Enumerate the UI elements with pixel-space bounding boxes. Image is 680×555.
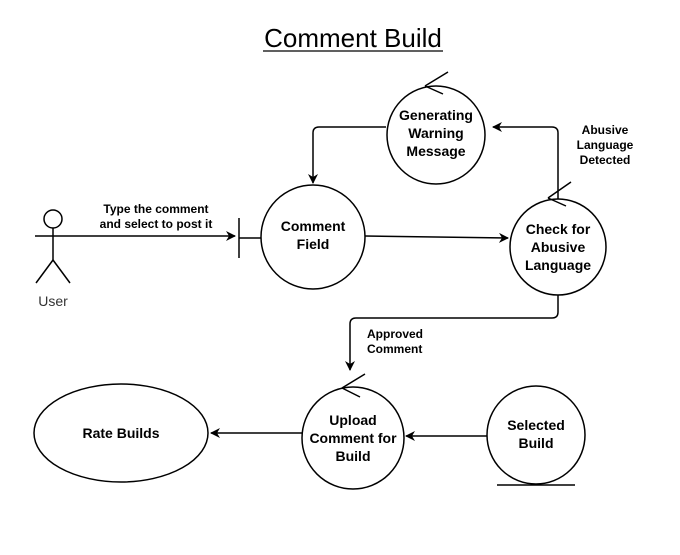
generating-warning-node: Generating Warning Message (386, 71, 486, 185)
generating-warning-label-line2: Warning (408, 125, 463, 141)
rate-builds-label: Rate Builds (82, 425, 159, 441)
actor-head (43, 209, 63, 229)
edge-check-to-warning (492, 122, 559, 199)
check-abusive-label-line3: Language (525, 257, 591, 273)
upload-comment-control-arrow (341, 373, 366, 398)
check-abusive-node: Check for Abusive Language (509, 181, 607, 296)
upload-comment-node: Upload Comment for Build (301, 373, 405, 490)
generating-warning-label-line3: Message (406, 143, 465, 159)
generating-warning-circle (386, 85, 486, 185)
edge-label-type-comment-line2: and select to post it (100, 217, 213, 231)
generating-warning-control-arrow (424, 71, 449, 95)
actor-label: User (38, 293, 68, 309)
edge-comment-field-to-check (364, 232, 509, 243)
diagram-title: Comment Build (264, 23, 442, 53)
actor-left-leg (35, 259, 54, 284)
edge-label-abusive-line1: Abusive (582, 123, 629, 137)
edge-label-abusive-line2: Language (577, 138, 634, 152)
actor-right-leg (52, 259, 71, 284)
check-abusive-control-arrow (547, 181, 572, 207)
generating-warning-label-line1: Generating (399, 107, 473, 123)
comment-field-label-line1: Comment (281, 218, 346, 234)
upload-comment-label-line3: Build (336, 448, 371, 464)
selected-build-node: Selected Build (486, 385, 586, 486)
edge-warning-to-comment-field (308, 126, 386, 184)
upload-comment-label-line2: Comment for (309, 430, 397, 446)
comment-field-label-line2: Field (297, 236, 330, 252)
selected-build-circle (486, 385, 586, 485)
upload-comment-label-line1: Upload (329, 412, 376, 428)
edge-label-abusive-line3: Detected (580, 153, 631, 167)
check-abusive-label-line1: Check for (526, 221, 591, 237)
selected-build-label-line2: Build (519, 435, 554, 451)
selected-build-label-line1: Selected (507, 417, 565, 433)
comment-field-circle (260, 184, 366, 290)
rate-builds-node: Rate Builds (33, 383, 209, 483)
user-actor: User (35, 209, 71, 309)
comment-field-node: Comment Field (238, 184, 366, 290)
edge-label-type-comment-line1: Type the comment (103, 202, 208, 216)
upload-comment-circle (301, 386, 405, 490)
check-abusive-label-line2: Abusive (531, 239, 586, 255)
edge-check-to-upload (345, 295, 559, 371)
rate-builds-ellipse (33, 383, 209, 483)
edge-label-approved-line1: Approved (367, 327, 423, 341)
edge-label-approved-line2: Comment (367, 342, 422, 356)
